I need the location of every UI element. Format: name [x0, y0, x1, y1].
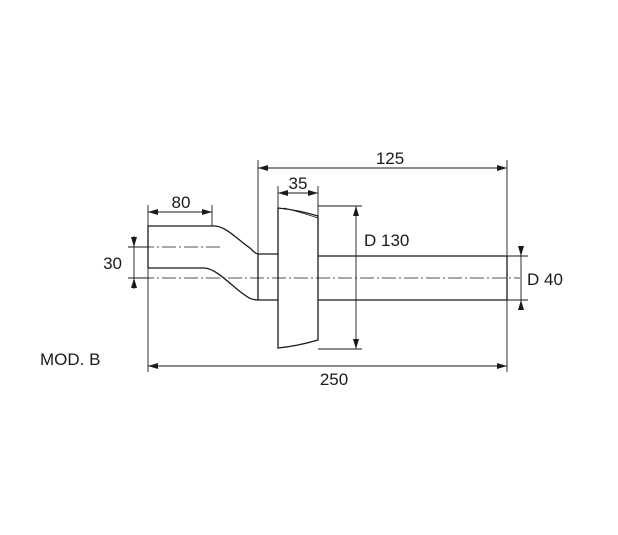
arrow-80-left	[148, 209, 158, 215]
dimension-lines	[128, 160, 528, 372]
arrow-d40-top	[518, 246, 524, 256]
label-30: 30	[103, 254, 122, 273]
arrow-250-right	[497, 363, 507, 369]
part-outline	[147, 207, 508, 349]
arrow-d40-bottom	[518, 300, 524, 310]
arrow-30-bottom	[131, 278, 137, 288]
arrow-125-left	[258, 165, 268, 171]
arrow-30-top	[131, 237, 137, 247]
arrow-80-right	[202, 209, 212, 215]
label-d40: D 40	[527, 270, 563, 289]
model-label: MOD. B	[40, 350, 100, 369]
center-lines	[140, 246, 520, 279]
inlet-pipe	[147, 225, 278, 268]
arrow-35-left	[278, 190, 288, 196]
label-125: 125	[376, 149, 404, 168]
label-250: 250	[320, 370, 348, 389]
flange-rim	[283, 207, 319, 219]
label-d130: D 130	[364, 231, 409, 250]
arrow-35-right	[308, 190, 318, 196]
dimension-labels: 125 35 80 D 130 D 40 30 250 MOD. B	[40, 149, 563, 389]
arrow-250-left	[148, 363, 158, 369]
inlet-pipe-lower	[148, 267, 278, 301]
arrow-d130-bottom	[353, 339, 359, 349]
label-35: 35	[289, 174, 308, 193]
arrow-125-right	[497, 165, 507, 171]
arrow-d130-top	[353, 206, 359, 216]
label-80: 80	[172, 193, 191, 212]
outlet-pipe	[318, 255, 508, 301]
